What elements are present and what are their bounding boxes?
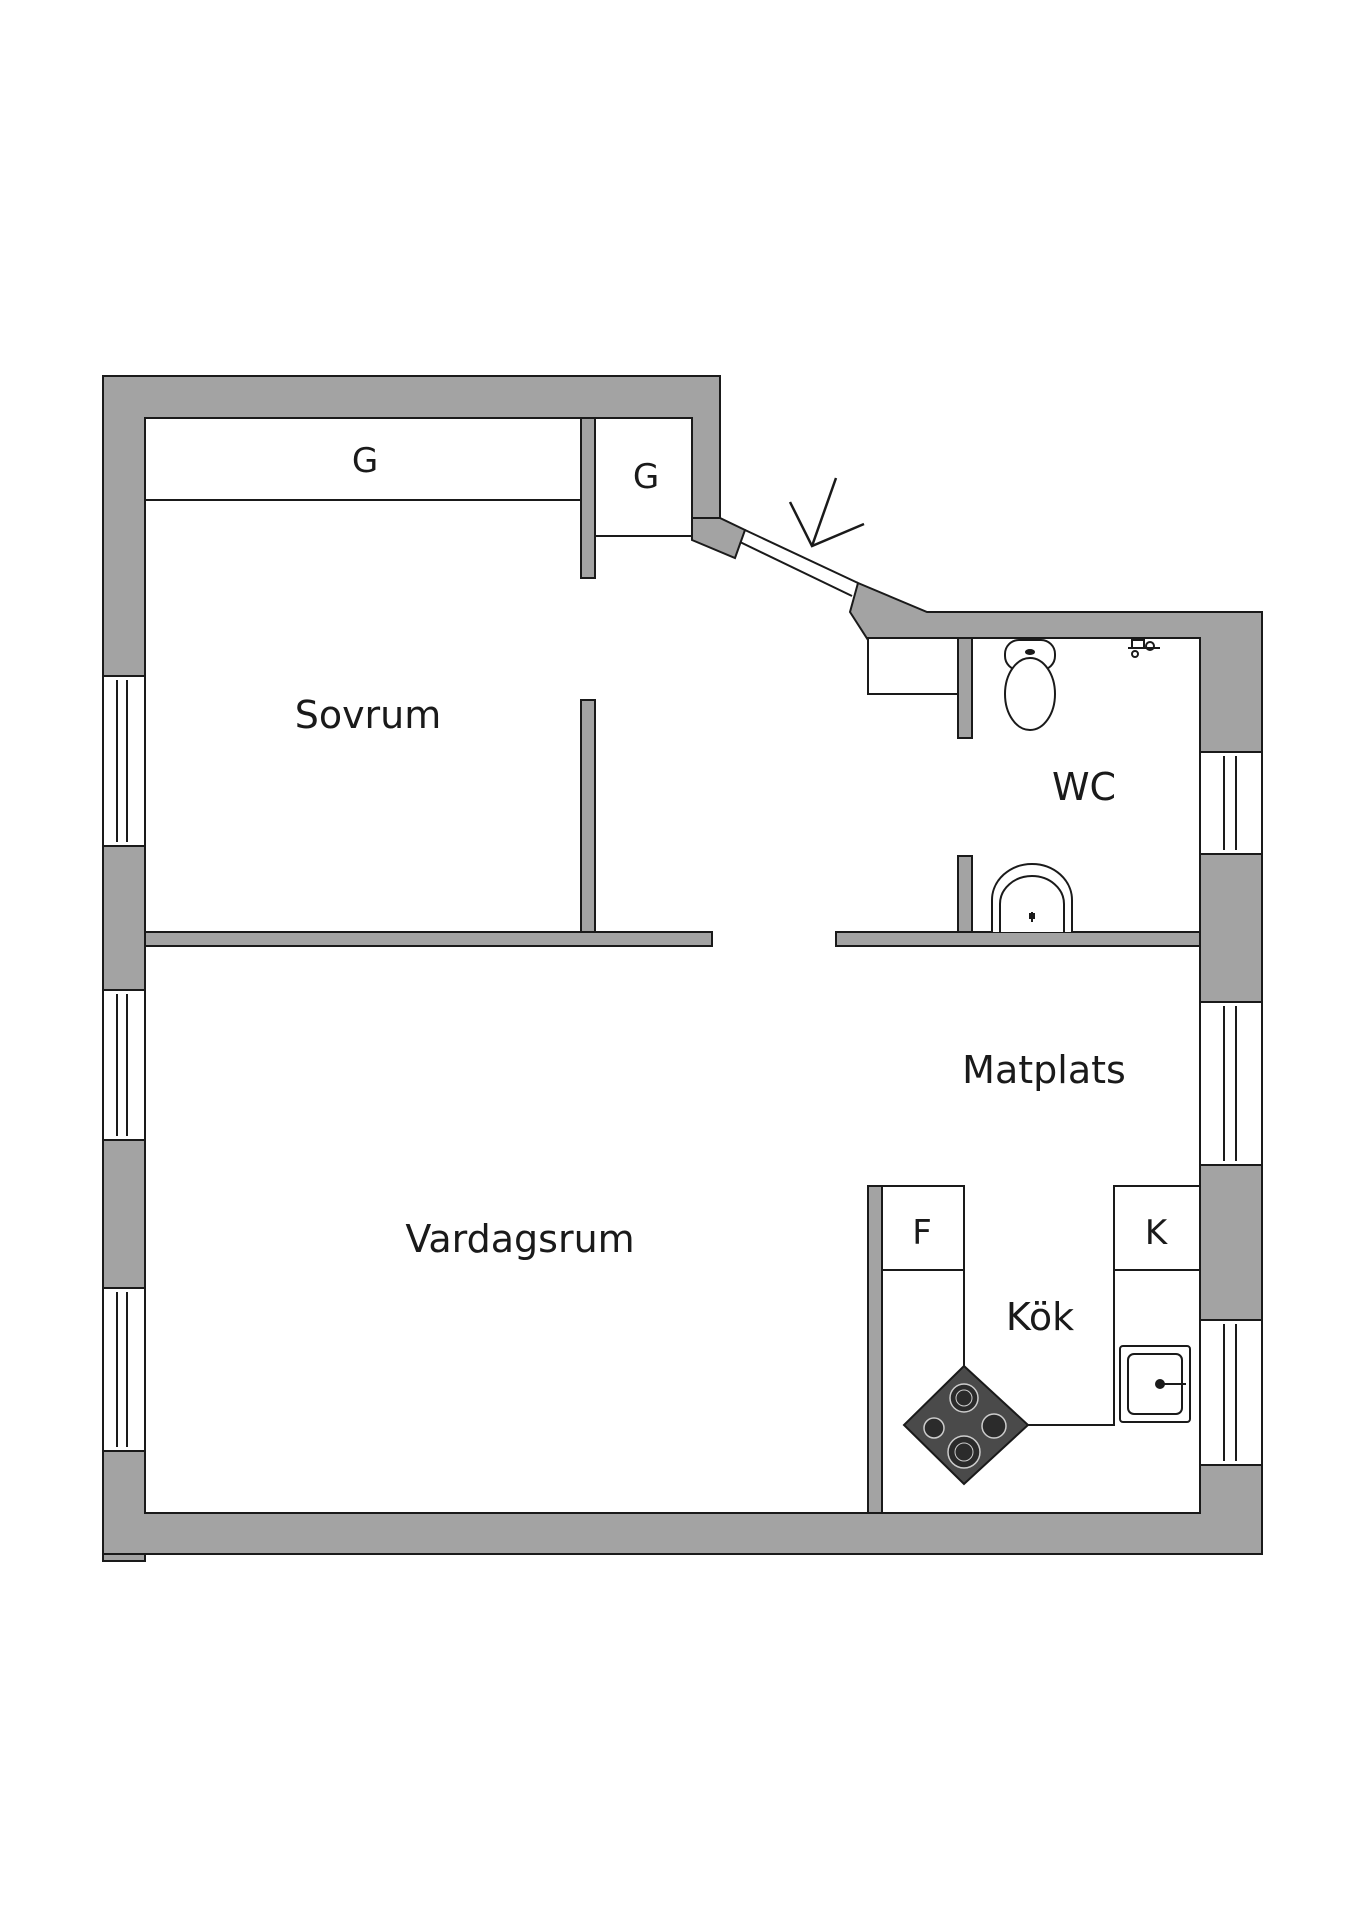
wall-top-left (102, 375, 721, 677)
window-icon (1199, 1319, 1263, 1466)
wall-bottom (102, 1450, 1263, 1555)
label-fridge: F (912, 1213, 932, 1253)
counter-left (882, 1269, 965, 1366)
wall-kitchen-left (867, 1185, 883, 1514)
toilet-icon (1004, 639, 1056, 731)
hall-cabinet (867, 640, 958, 695)
wall-right-1 (1199, 853, 1263, 1003)
fridge-box (881, 1185, 965, 1271)
entrance-door (739, 477, 865, 597)
wall-garderob-divider (580, 417, 596, 579)
wall-wc-left-upper (957, 637, 973, 739)
door-threshold-2 (739, 541, 853, 597)
labels: G G Sovrum WC Matplats Vardagsrum F K Kö… (295, 441, 1169, 1339)
wall-sovrum-right-lower (580, 699, 596, 933)
wall-left-2 (102, 1139, 146, 1289)
freezer-box (1113, 1185, 1201, 1271)
room-label-wc: WC (1052, 765, 1116, 809)
window-icon (102, 1287, 146, 1452)
room-label-sovrum: Sovrum (295, 693, 442, 737)
room-label-matplats: Matplats (962, 1048, 1126, 1092)
wall-entrance-left (691, 517, 747, 560)
shower-tap-icon (1128, 639, 1160, 658)
kitchen-sink-icon (1119, 1345, 1191, 1423)
wall-left-1 (102, 845, 146, 991)
outer-walls (102, 375, 1263, 1562)
wall-right-2 (1199, 1164, 1263, 1321)
wall-entrance-right (848, 581, 1263, 753)
wall-wc-left-lower (957, 855, 973, 933)
sink-icon (991, 863, 1073, 932)
window-icon (1199, 751, 1263, 855)
door-threshold (744, 529, 859, 584)
stove-icon (902, 1364, 1030, 1486)
wall-horizontal-left (144, 931, 713, 947)
kitchen (881, 1185, 1201, 1486)
label-garderob-1: G (352, 441, 378, 481)
entrance-arrow-icon (788, 477, 865, 548)
label-freezer: K (1145, 1213, 1169, 1253)
window-icon (1199, 1001, 1263, 1166)
window-icon (102, 675, 146, 847)
counter-right (1028, 1270, 1115, 1426)
label-garderob-2: G (633, 457, 659, 497)
wall-horizontal-right (835, 931, 1201, 947)
room-label-kok: Kök (1006, 1295, 1074, 1339)
room-label-vardagsrum: Vardagsrum (405, 1217, 634, 1261)
window-icon (102, 989, 146, 1141)
interior-walls (144, 417, 1201, 1514)
windows (102, 675, 1263, 1466)
wardrobes (145, 499, 958, 695)
